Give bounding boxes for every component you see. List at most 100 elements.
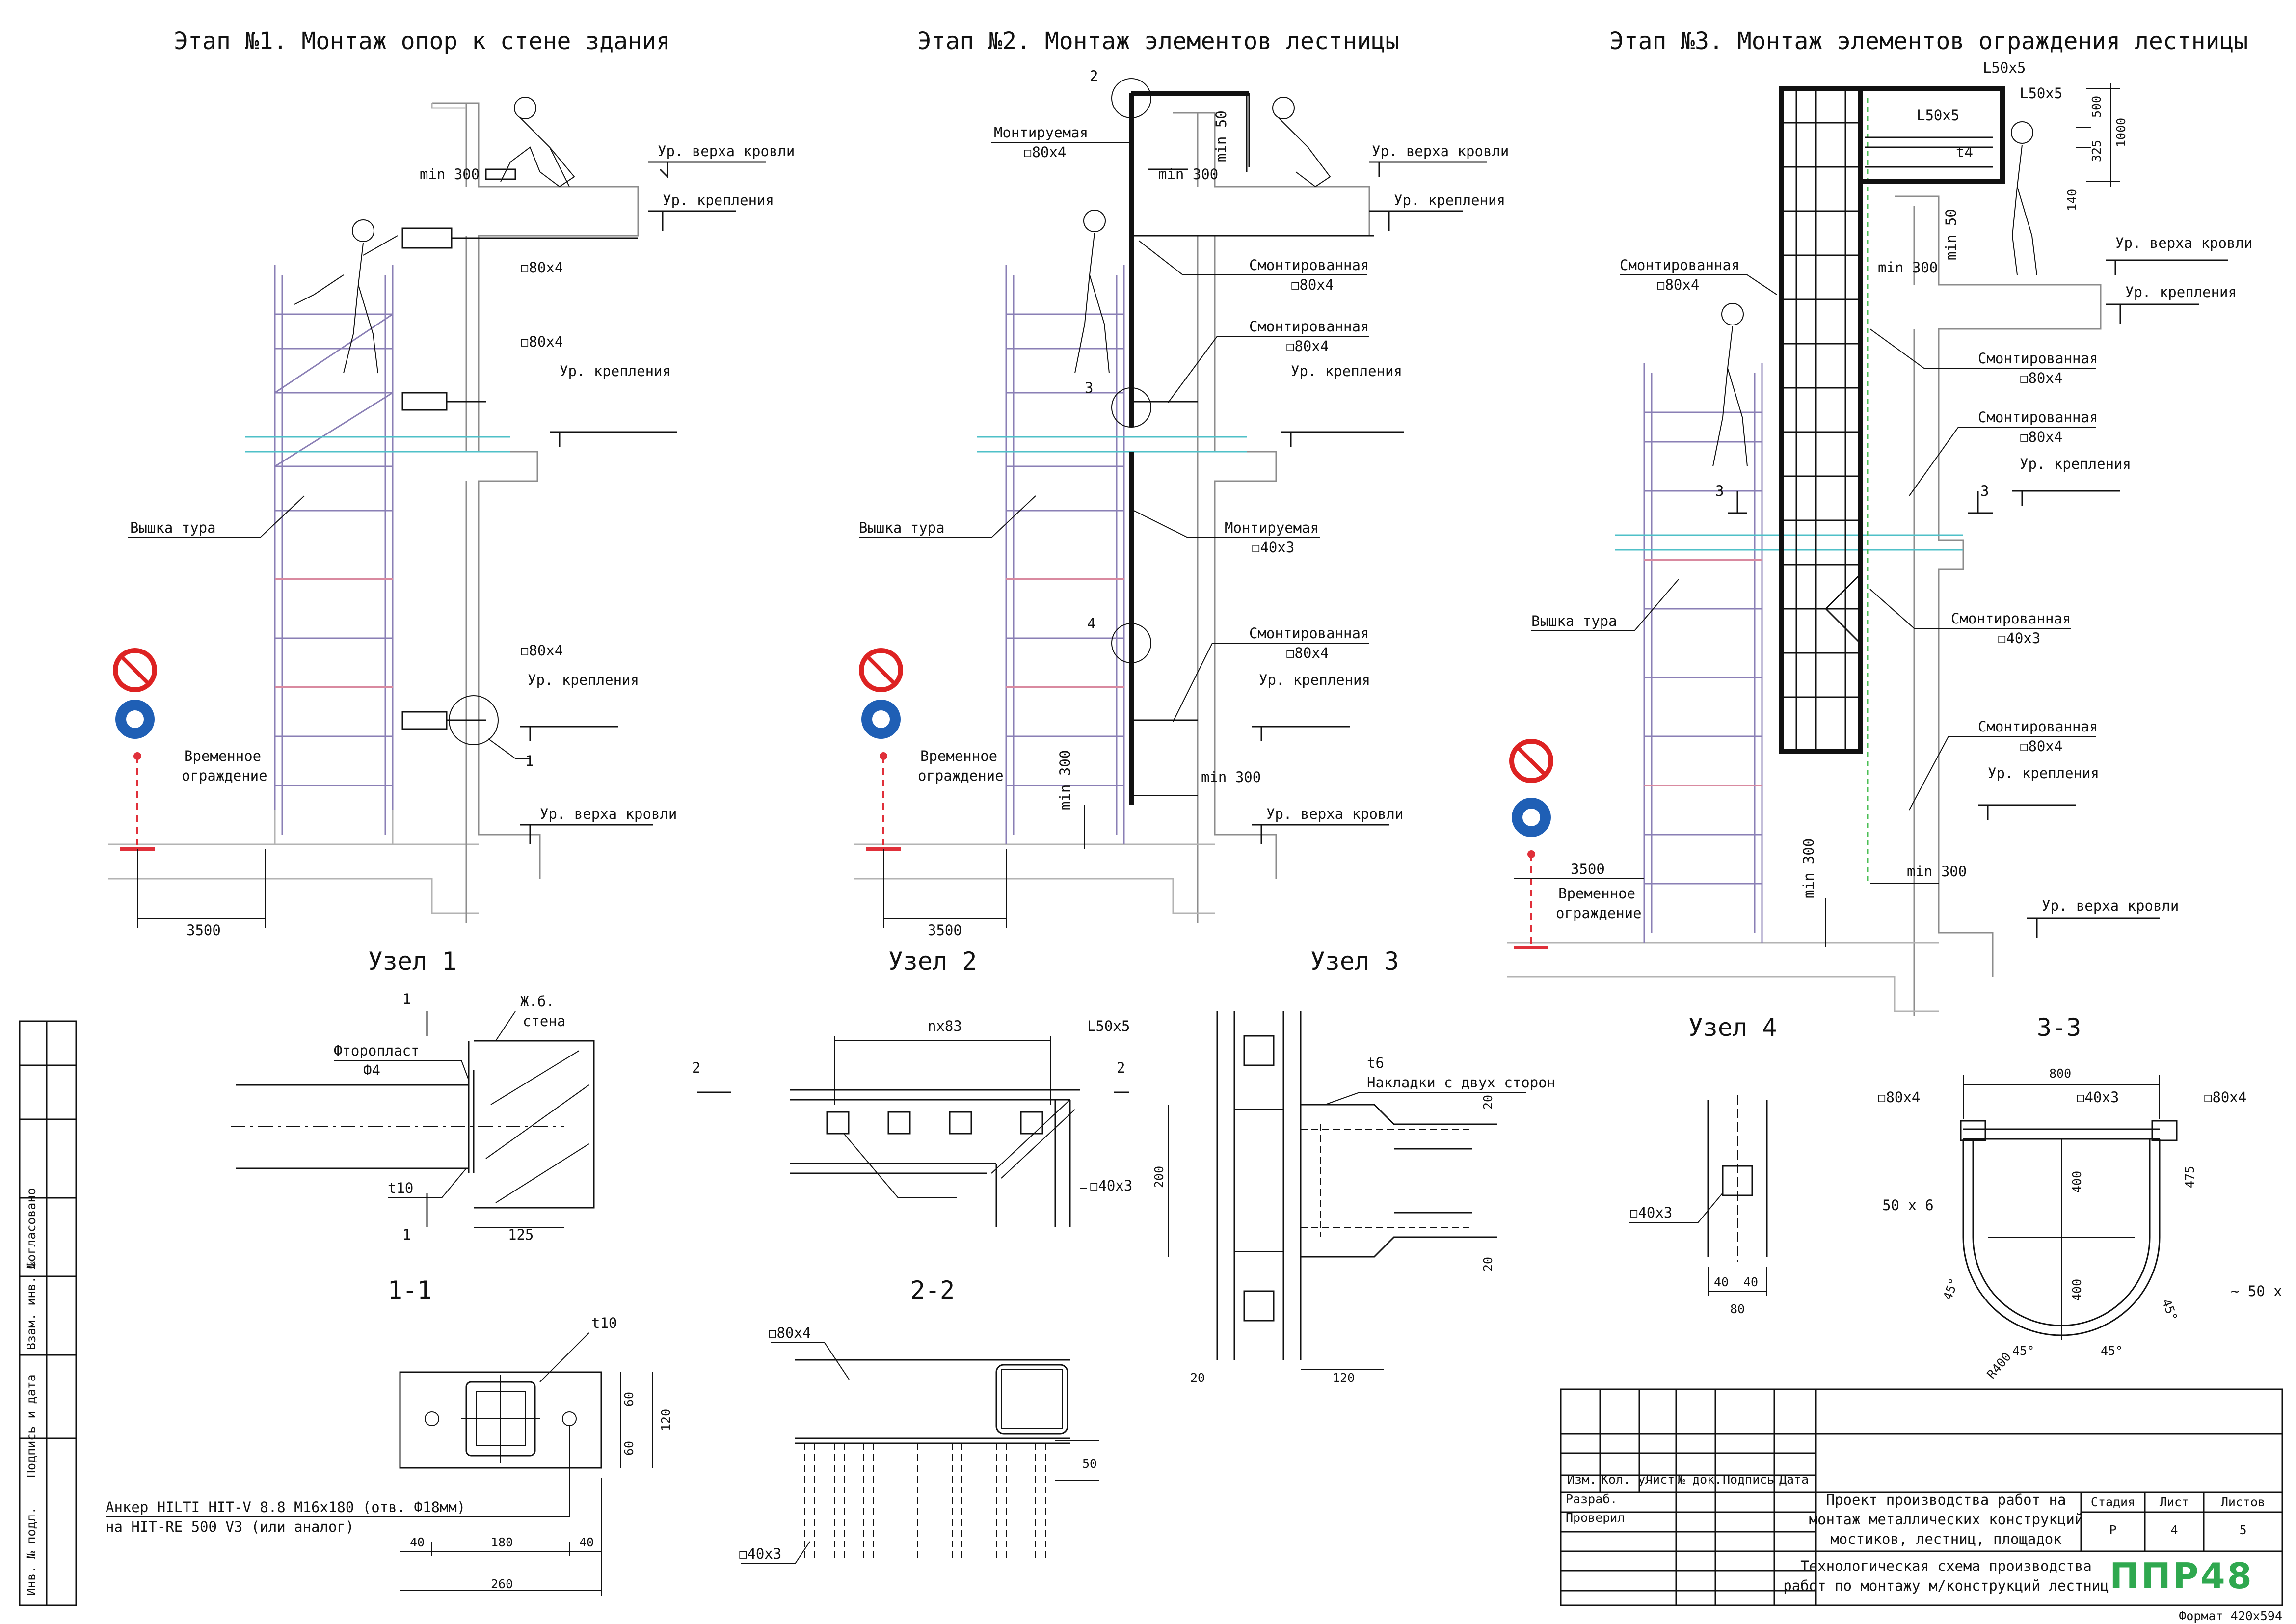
uzel3-d20c: 20 [1190,1371,1205,1385]
uzel2-nx83: nx83 [928,1018,962,1034]
stage1-tube1: ◻80х4 [520,259,563,276]
stage2-min300c: min 300 [1057,750,1073,810]
anchor-line2: на HIT-RE 500 V3 (или аналог) [106,1518,354,1535]
stage3-t4: t4 [1956,144,1973,161]
sec33-deg45a: 45° [1940,1276,1961,1302]
stamp-project-2: монтаж металлических конструкций [1809,1511,2083,1528]
stage3-fix1-label: Ур. крепления [2125,284,2237,300]
uzel4-d40a: 40 [1714,1275,1729,1289]
sec11-d60a: 60 [622,1392,636,1407]
uzel1-title: Узел 1 [368,947,457,975]
n1-label: 1 [525,753,534,769]
stage1-fix2-label: Ур. крепления [560,363,671,379]
stage3-tube0: ◻80х4 [1656,276,1699,293]
stamp-h-kol: Кол. уч [1601,1472,1653,1487]
stage2-mounted3: Смонтированная [1249,625,1369,642]
stage3-roof2-label: Ур. верха кровли [2042,897,2179,914]
stage3-fence-label1: Временное [1558,885,1635,902]
stage3-mounted1: Смонтированная [1978,350,2098,367]
uzel1-n1a: 1 [402,991,411,1007]
stage3-min300c: min 300 [1800,839,1817,898]
stage1-tower-label: Вышка тура [130,519,216,536]
stage1-roof2-label: Ур. верха кровли [540,806,677,822]
helmet-sign-icon [115,700,155,739]
stage2-tube-b: ◻80х4 [1291,276,1334,293]
title-block: Изм. Кол. уч Лист № док. Подпись Дата Ра… [1560,1388,2283,1623]
section33-detail: 800 ◻80х4 ◻40х3 ◻80х4 50 х 6 ~ 50 х 400 … [1877,1066,2282,1381]
stamp-h-list: Лист [1645,1472,1675,1487]
stage3-d325: 325 [2089,140,2104,162]
stamp-stage-v: Р [2109,1523,2116,1537]
uzel1-rc1: Ж.б. [520,993,555,1010]
stage3-d3500: 3500 [1571,861,1605,877]
stage2-tube-c: ◻80х4 [1286,338,1329,354]
stage3-mounted4: Смонтированная [1978,718,2098,735]
uzel4-d80: 80 [1730,1302,1745,1316]
sec22-tube40: ◻40х3 [739,1545,781,1562]
side-stamp-orig: Инв. № подл. [24,1507,38,1596]
stamp-h-izm: Изм. [1567,1472,1597,1487]
stage3-tube3: ◻40х3 [1998,630,2040,647]
uzel2-n2b: 2 [1117,1059,1125,1076]
stage2-tube-e: ◻80х4 [1286,645,1329,661]
stage2-title: Этап №2. Монтаж элементов лестницы [917,27,1400,55]
stamp-drawing-1: Технологическая схема производства [1800,1558,2092,1574]
stamp-row-check: Проверил [1566,1511,1625,1525]
stage1-min300: min 300 [420,166,480,183]
sec33-m50x: ~ 50 х [2231,1283,2282,1299]
stage3-min50: min 50 [1943,209,1959,260]
uzel1-rc2: стена [523,1013,565,1029]
uzel4-detail: ◻40х3 40 40 80 [1629,1095,1768,1316]
stage1-title: Этап №1. Монтаж опор к стене здания [174,27,670,55]
stage3-n3a: 3 [1715,483,1724,499]
stage3-min300a: min 300 [1878,259,1938,276]
no-entry-sign-icon [859,648,903,692]
stage1-fix1-label: Ур. крепления [663,192,774,209]
stage1-fence-label2: ограждение [182,767,267,784]
helmet-sign-icon [1512,798,1551,837]
stage3-min300b: min 300 [1907,863,1967,880]
stage1-tube2: ◻80х4 [520,333,563,350]
uzel2-title: Узел 2 [888,947,977,975]
sec11-d40a: 40 [410,1535,425,1549]
uzel1-t10: t10 [388,1180,413,1196]
sec33-d800: 800 [2049,1066,2071,1081]
sec22-d50: 50 [1082,1457,1097,1471]
uzel3-d20a: 20 [1481,1095,1495,1110]
uzel2-n2a: 2 [692,1059,700,1076]
stage2-fence-label1: Временное [920,748,997,764]
stamp-sheets-h: Листов [2221,1495,2265,1509]
uzel3-d120: 120 [1333,1371,1355,1385]
stage2-min300b: min 300 [1201,769,1261,785]
sec33-tube40: ◻40х3 [2076,1089,2119,1106]
stage3-l50b: L50х5 [2020,85,2062,102]
sec33-tube80a: ◻80х4 [1877,1089,1920,1106]
no-entry-sign-icon [113,648,157,692]
stage3-d500: 500 [2089,96,2104,118]
stage3-scene: L50х5 L50х5 L50х5 t4 1000 500 325 140 Ур… [1507,59,2252,1016]
stage2-fix2-label: Ур. крепления [1291,363,1402,379]
uzel3-t6: t6 [1367,1055,1384,1071]
sec11-title: 1-1 [388,1276,432,1304]
stamp-sheet-h: Лист [2160,1495,2189,1509]
n4-label: 4 [1087,615,1095,632]
stage2-tower-label: Вышка тура [859,519,945,536]
stage3-roof-label: Ур. верха кровли [2115,235,2252,251]
sec33-deg45b: 45° [2012,1344,2034,1358]
sec22-title: 2-2 [910,1276,955,1304]
stamp-stage-h: Стадия [2091,1495,2135,1509]
stamp-sheets-v: 5 [2239,1523,2246,1537]
stage2-fix1-label: Ур. крепления [1394,192,1505,209]
sec22-tube80: ◻80х4 [768,1325,811,1341]
stage3-fix2-label: Ур. крепления [2020,456,2131,472]
stage2-min300a: min 300 [1158,166,1218,183]
helmet-sign-icon [861,700,901,739]
worker-figure [294,97,575,374]
stamp-format: Формат 420х594 [2179,1609,2282,1623]
stage2-mounting1: Монтируемая [994,124,1088,141]
stage2-fix3-label: Ур. крепления [1259,672,1370,688]
stage1-tube3: ◻80х4 [520,642,563,659]
stage2-tube-d: ◻40х3 [1252,539,1294,556]
stage3-n3b: 3 [1980,483,1989,499]
